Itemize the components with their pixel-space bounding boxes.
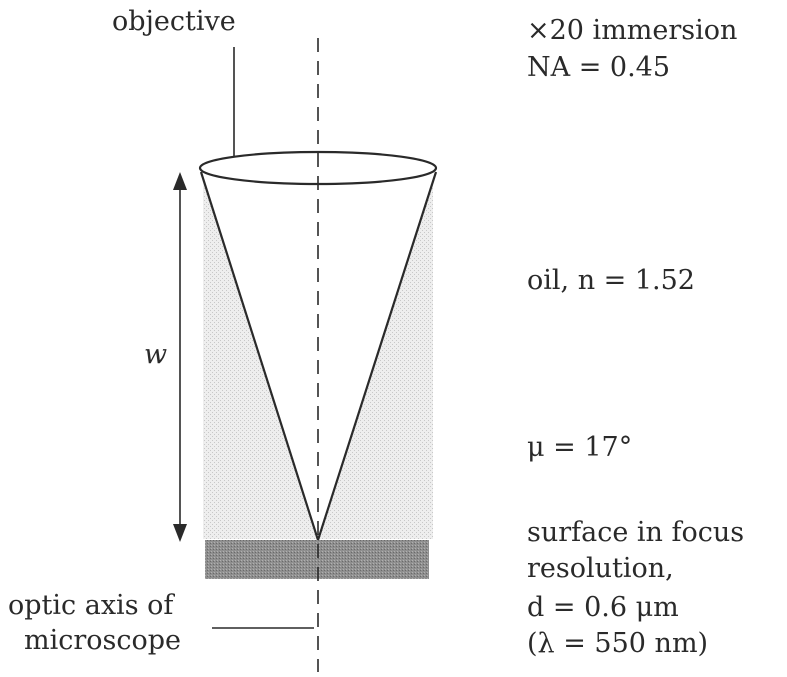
surface-in-focus [205, 540, 429, 579]
numerical-aperture-label: NA = 0.45 [527, 52, 671, 83]
magnification-label: ×20 immersion [527, 15, 738, 46]
cone-right-edge [316, 171, 438, 541]
resolution-label: resolution, [527, 553, 674, 584]
optic-axis-label-line2: microscope [24, 625, 182, 656]
cone-left-edge [199, 171, 320, 541]
half-angle-label: μ = 17° [527, 432, 633, 463]
working-distance-label: w [144, 339, 168, 370]
optic-axis-label-line1: optic axis of [8, 590, 174, 621]
objective-cone-fill [201, 172, 436, 540]
wavelength-label: (λ = 550 nm) [527, 628, 709, 659]
working-distance-arrow-top [173, 172, 187, 190]
surface-label: surface in focus [527, 517, 745, 548]
working-distance-arrow-bottom [173, 524, 187, 542]
medium-label: oil, n = 1.52 [527, 265, 695, 296]
objective-label: objective [112, 6, 236, 37]
resolution-value-label: d = 0.6 μm [527, 592, 679, 623]
